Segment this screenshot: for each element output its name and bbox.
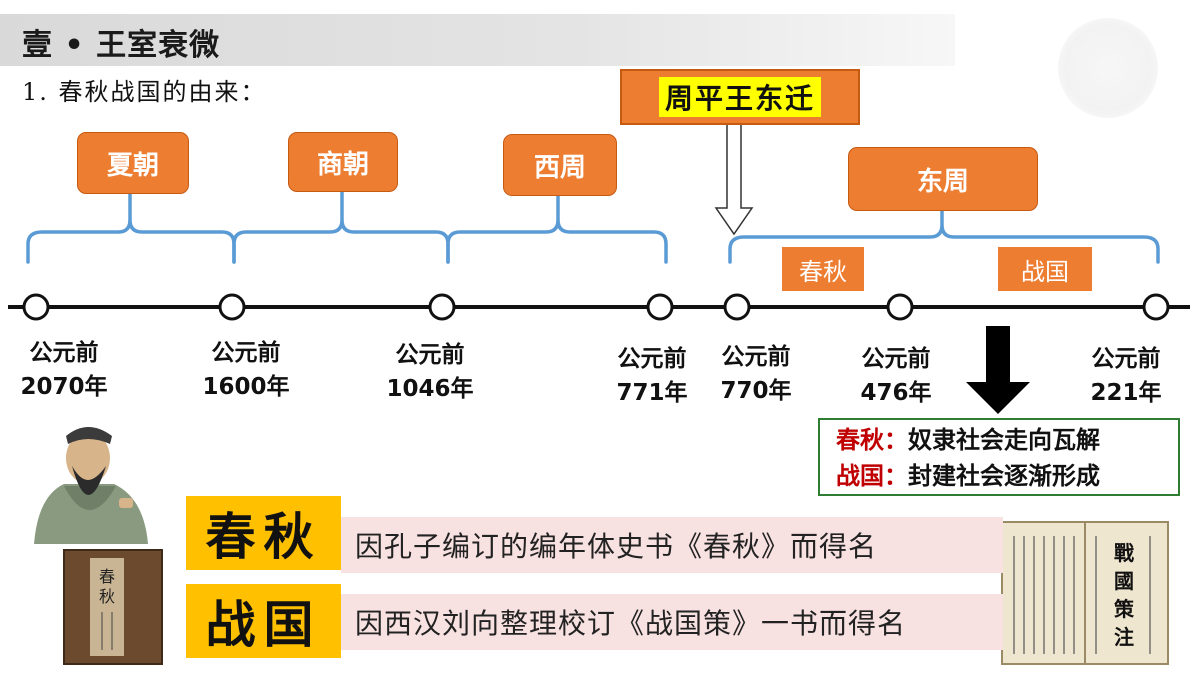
book-right-title-3: 策 [1114,597,1135,621]
book-right-title-4: 注 [1114,625,1134,649]
origin-title-chunqiu: 春秋 [186,496,341,570]
dynasty-xia: 夏朝 [77,132,189,194]
header-bar [0,14,955,66]
timeline-year: 221年 [1090,380,1162,406]
timeline-label: 公元前 1600年 [186,336,306,404]
timeline-label: 公元前 476年 [836,342,956,410]
timeline-prefix: 公元前 [721,344,791,370]
event-box: 周平王东迁 [620,69,860,125]
chunqiu-book-image: 春 秋 [63,549,163,665]
timeline-label: 公元前 1046年 [370,338,490,406]
timeline-prefix: 公元前 [395,342,465,368]
timeline-prefix: 公元前 [29,340,99,366]
timeline-node [1142,293,1170,321]
timeline-prefix: 公元前 [617,346,687,372]
summary-text: 奴隶社会走向瓦解 [908,426,1100,454]
decorative-circle [1058,18,1158,118]
timeline-label: 公元前 771年 [592,342,712,410]
timeline-year: 476年 [860,380,932,406]
timeline-year: 1046年 [386,376,474,402]
book-left-title-2: 秋 [99,587,115,606]
timeline-prefix: 公元前 [861,346,931,372]
timeline-node [22,293,50,321]
timeline-prefix: 公元前 [211,340,281,366]
brace-shang [232,190,450,264]
timeline-year: 771年 [616,380,688,406]
event-arrow [714,121,754,236]
timeline-label: 公元前 2070年 [4,336,124,404]
dynasty-xizhou: 西周 [503,134,617,196]
summary-term: 战国： [836,462,908,490]
origin-desc-zhanguo: 因西汉刘向整理校订《战国策》一书而得名 [341,594,1003,650]
timeline-label: 公元前 770年 [696,340,816,408]
book-right-title-1: 戰 [1114,541,1134,565]
timeline-node [428,293,456,321]
result-arrow [966,326,1030,414]
dynasty-dongzhou: 东周 [848,147,1038,211]
timeline-node [723,293,751,321]
timeline-label: 公元前 221年 [1066,342,1186,410]
summary-term: 春秋： [836,426,908,454]
section-subtitle: 1. 春秋战国的由来： [22,78,267,106]
origin-desc-chunqiu: 因孔子编订的编年体史书《春秋》而得名 [341,517,1003,573]
event-label: 周平王东迁 [658,77,821,117]
timeline-node [886,293,914,321]
summary-box: 春秋：奴隶社会走向瓦解 战国：封建社会逐渐形成 [818,418,1180,496]
zhanguoce-book-image: 戰 國 策 注 [1001,521,1169,665]
confucius-portrait-image [34,427,148,544]
timeline-node [218,293,246,321]
brace-dongzhou [728,208,1160,264]
timeline-node [646,293,674,321]
timeline-prefix: 公元前 [1091,346,1161,372]
brace-xizhou [446,190,668,264]
timeline-year: 2070年 [20,374,108,400]
period-zhanguo: 战国 [998,247,1092,291]
dynasty-shang: 商朝 [288,132,398,192]
period-chunqiu: 春秋 [782,247,864,291]
page-title: 壹 • 王室衰微 [22,28,221,63]
book-left-title-1: 春 [99,567,115,586]
summary-line: 春秋：奴隶社会走向瓦解 [836,422,1178,458]
summary-line: 战国：封建社会逐渐形成 [836,458,1178,494]
book-right-title-2: 國 [1114,569,1134,593]
timeline-year: 770年 [720,378,792,404]
timeline-year: 1600年 [202,374,290,400]
origin-title-zhanguo: 战国 [186,584,341,658]
summary-text: 封建社会逐渐形成 [908,462,1100,490]
brace-xia [26,190,236,264]
